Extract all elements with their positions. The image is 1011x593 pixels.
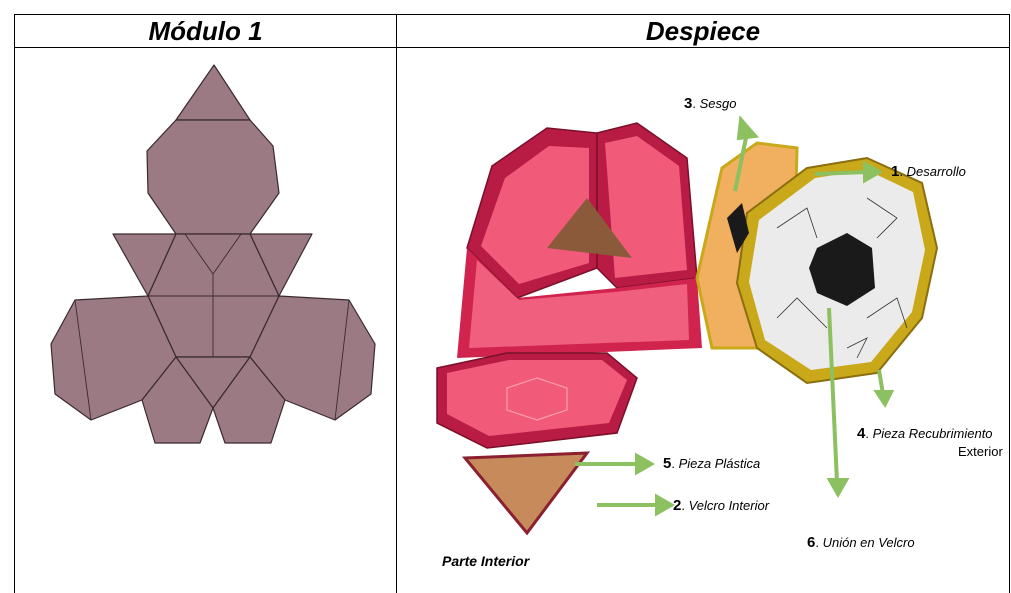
module-net-image [15, 48, 396, 593]
callout-6-union-en-velcro: 6. Unión en Velcro [807, 535, 915, 551]
callout-5-pieza-plastica: 5. Pieza Plástica [663, 456, 760, 472]
callout-4-pieza-recubrimiento: 4. Pieza Recubrimiento [857, 426, 993, 442]
callout-separator: . [865, 426, 869, 441]
header-modulo: Módulo 1 [15, 15, 396, 47]
callout-separator: . [899, 164, 903, 179]
callout-separator: . [681, 498, 685, 513]
callout-text: Sesgo [700, 96, 737, 111]
callout-text-continued: Exterior [958, 444, 1003, 459]
callout-4-exterior: Exterior [958, 444, 1003, 460]
callout-text: Pieza Recubrimiento [873, 426, 993, 441]
header-despiece: Despiece [397, 15, 1009, 47]
callout-separator: . [692, 96, 696, 111]
callout-separator: . [671, 456, 675, 471]
callout-text: Unión en Velcro [823, 535, 915, 550]
callout-3-sesgo: 3. Sesgo [684, 96, 736, 112]
despiece-cell: 3. Sesgo 1. Desarrollo 4. Pieza Recubrim… [397, 48, 1009, 593]
callout-separator: . [815, 535, 819, 550]
callout-2-velcro-interior: 2. Velcro Interior [673, 498, 769, 514]
callout-text: Velcro Interior [689, 498, 769, 513]
table-right-border [1009, 14, 1010, 593]
module-cell [15, 48, 396, 593]
callout-text: Desarrollo [907, 164, 966, 179]
callout-text: Pieza Plástica [679, 456, 761, 471]
content-table: Módulo 1 Despiece [14, 14, 1010, 593]
caption-parte-interior: Parte Interior [442, 553, 529, 569]
callout-1-desarrollo: 1. Desarrollo [891, 164, 966, 180]
